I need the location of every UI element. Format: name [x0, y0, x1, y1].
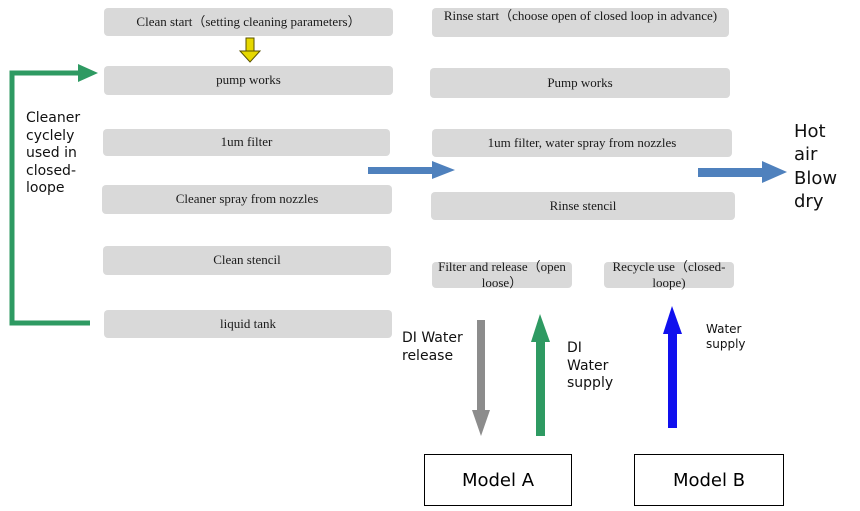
model-a-box: Model A	[424, 454, 572, 506]
pump-works-box: pump works	[104, 66, 393, 95]
water-supply-label: Water supply	[706, 322, 746, 351]
rinse-pump-box: Pump works	[430, 68, 730, 98]
clean-stencil-box: Clean stencil	[103, 246, 391, 275]
rinse-start-box: Rinse start（choose open of closed loop i…	[432, 8, 729, 37]
closed-loop-arrow	[9, 64, 98, 326]
rinse-to-dry-arrow	[698, 161, 787, 183]
model-b-box: Model B	[634, 454, 784, 506]
clean-filter-box: 1um filter	[103, 129, 390, 156]
clean-start-box: Clean start（setting cleaning parameters）	[104, 8, 393, 36]
loop-label: Cleaner cyclely used in closed-loope	[26, 110, 81, 196]
water-supply-arrow	[663, 306, 682, 428]
open-loop-option-box: Filter and release（open loose）	[432, 259, 572, 290]
di-release-arrow	[472, 320, 490, 436]
rinse-filter-box: 1um filter, water spray from nozzles	[432, 129, 732, 157]
di-supply-label: DI Water supply	[567, 340, 614, 391]
closed-loop-option-box: Recycle use（closed-loope)	[604, 259, 734, 290]
di-supply-arrow	[531, 314, 550, 436]
liquid-tank-box: liquid tank	[104, 310, 392, 338]
rinse-stencil-box: Rinse stencil	[431, 192, 735, 220]
di-release-label: DI Water release	[402, 330, 463, 364]
cleaner-spray-box: Cleaner spray from nozzles	[102, 185, 392, 214]
clean-to-rinse-arrow	[368, 161, 455, 179]
hot-air-blow-dry-label: Hot air Blow dry	[794, 121, 838, 213]
start-down-arrow	[238, 37, 262, 63]
